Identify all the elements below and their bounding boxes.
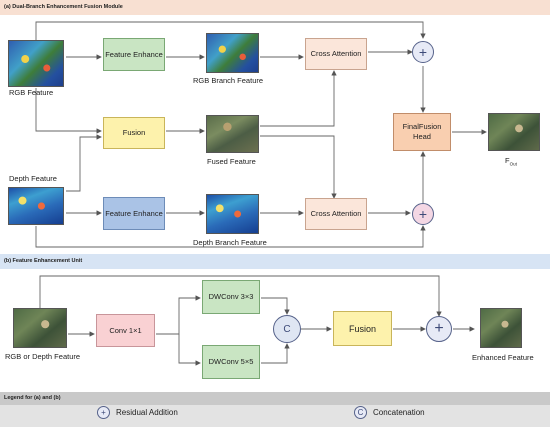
panel-a-header: (a) Dual-Branch Enhancement Fusion Modul… xyxy=(0,0,550,15)
depth-feature-label: Depth Feature xyxy=(9,174,57,183)
depth-branch-feature-image xyxy=(206,194,259,234)
dwconv5x5-box: DWConv 5×5 xyxy=(202,345,260,379)
panel-a xyxy=(0,0,550,252)
output-feature-label: FOut xyxy=(505,156,517,167)
legend-concat-label: Concatenation xyxy=(373,408,425,417)
final-fusion-head-box: FinalFusion Head xyxy=(393,113,451,151)
fused-feature-label: Fused Feature xyxy=(207,157,256,166)
panel-b-header: (b) Feature Enhancement Unit xyxy=(0,254,550,269)
rgb-branch-feature-image xyxy=(206,33,259,73)
feature-enhance-box-top: Feature Enhance xyxy=(103,38,165,71)
residual-add-top-icon: + xyxy=(412,41,434,63)
dwconv3x3-box: DWConv 3×3 xyxy=(202,280,260,314)
residual-add-b-icon: + xyxy=(426,316,452,342)
fusion-box-a: Fusion xyxy=(103,117,165,149)
concatenation-icon: C xyxy=(273,315,301,343)
cross-attention-box-top: Cross Attention xyxy=(305,38,367,70)
rgb-feature-label: RGB Feature xyxy=(9,88,54,97)
conv1x1-box: Conv 1×1 xyxy=(96,314,155,347)
enhancement-input-image xyxy=(13,308,67,348)
depth-feature-image xyxy=(8,187,64,225)
legend-concat-item: C Concatenation xyxy=(354,406,425,419)
legend-residual-item: + Residual Addition xyxy=(97,406,178,419)
concatenation-legend-icon: C xyxy=(354,406,367,419)
output-feature-image xyxy=(488,113,540,151)
enhanced-feature-label: Enhanced Feature xyxy=(472,353,534,362)
enhanced-feature-image xyxy=(480,308,522,348)
residual-add-bottom-icon: + xyxy=(412,203,434,225)
rgb-feature-image xyxy=(8,40,64,87)
enhancement-input-label: RGB or Depth Feature xyxy=(5,352,81,361)
rgb-branch-feature-label: RGB Branch Feature xyxy=(193,76,264,85)
fused-feature-image xyxy=(206,115,259,153)
fusion-box-b: Fusion xyxy=(333,311,392,346)
output-main-text: F xyxy=(505,156,510,165)
depth-branch-feature-label: Depth Branch Feature xyxy=(193,238,267,247)
legend-header: Legend for (a) and (b) xyxy=(0,392,550,405)
output-sub-text: Out xyxy=(509,161,517,167)
residual-addition-icon: + xyxy=(97,406,110,419)
cross-attention-box-bottom: Cross Attention xyxy=(305,198,367,230)
feature-enhance-box-bottom: Feature Enhance xyxy=(103,197,165,230)
legend-residual-label: Residual Addition xyxy=(116,408,178,417)
